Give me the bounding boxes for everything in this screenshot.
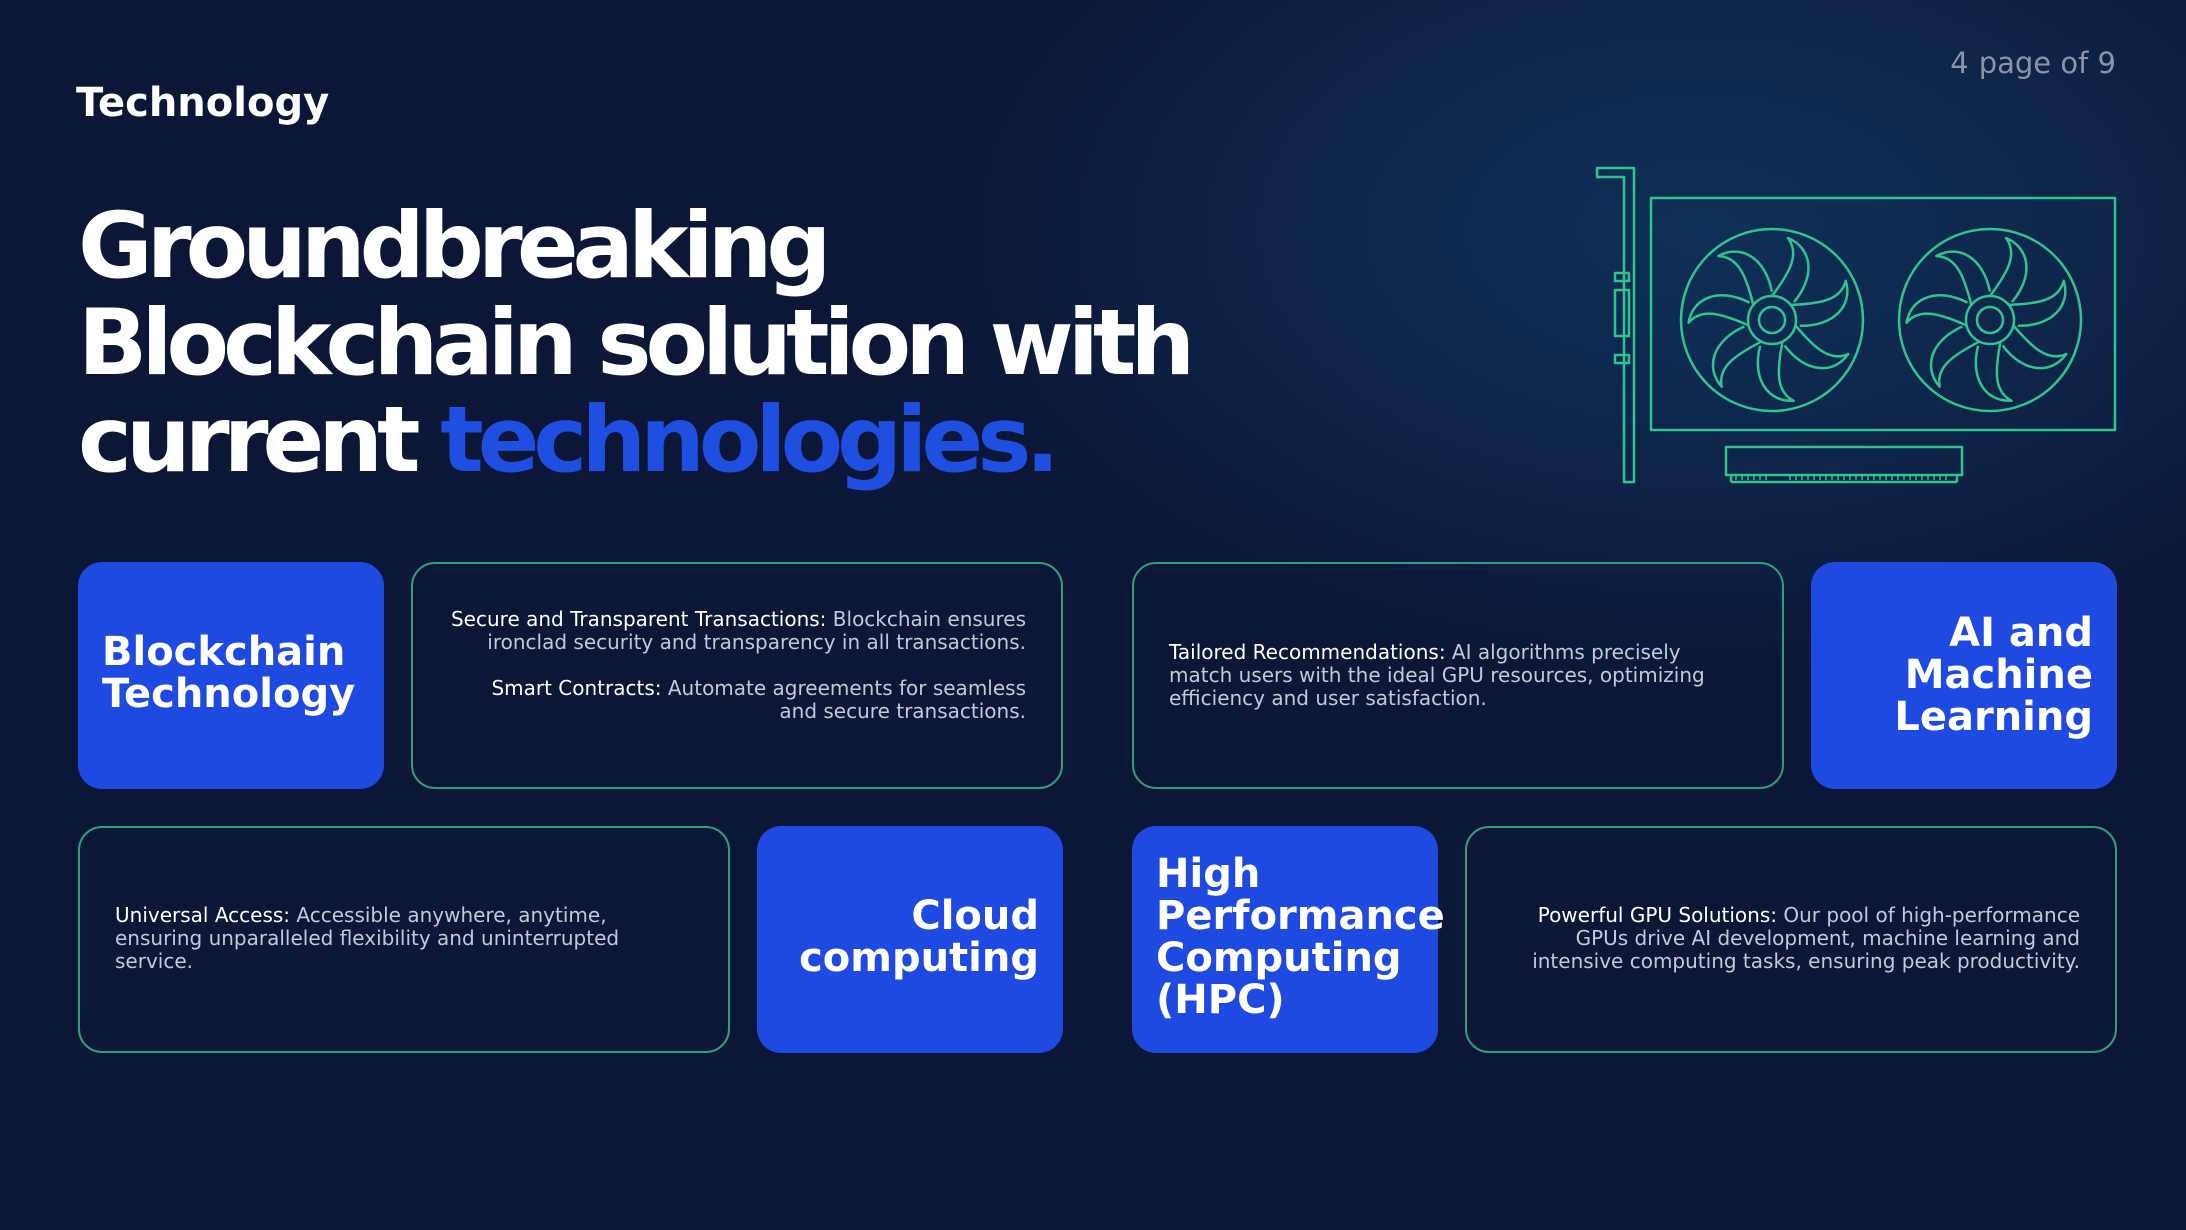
blockchain-item-secure-transactions: Secure and Transparent Transactions: Blo…: [450, 607, 1026, 654]
headline-line-2: Blockchain solution with: [78, 291, 1195, 396]
blockchain-title-card: Blockchain Technology: [78, 562, 384, 789]
headline-line-1: Groundbreaking: [78, 194, 832, 299]
hpc-title-card: High Performance Computing (HPC): [1132, 826, 1445, 1053]
page-total: page of 9: [1978, 46, 2116, 80]
headline-accent: technologies.: [440, 388, 1060, 493]
hpc-item-gpu-solutions: Powerful GPU Solutions: Our pool of high…: [1532, 903, 2080, 973]
hpc-title: High Performance Computing (HPC): [1156, 851, 1445, 1023]
ai-description-card: Tailored Recommendations: AI algorithms …: [1132, 562, 1784, 789]
blockchain-item-smart-contracts: Smart Contracts: Automate agreements for…: [491, 676, 1026, 723]
cloud-title: Cloud computing: [799, 893, 1039, 981]
ai-item-tailored-recommendations: Tailored Recommendations: AI algorithms …: [1169, 640, 1705, 710]
section-label: Technology: [76, 80, 330, 126]
headline: Groundbreaking Blockchain solution with …: [78, 198, 1278, 489]
cloud-item-universal-access: Universal Access: Accessible anywhere, a…: [115, 903, 620, 973]
hpc-description-card: Powerful GPU Solutions: Our pool of high…: [1465, 826, 2117, 1053]
blockchain-title: Blockchain Technology: [102, 629, 356, 717]
cloud-description-card: Universal Access: Accessible anywhere, a…: [78, 826, 730, 1053]
headline-line-3: current: [78, 388, 420, 493]
page-number: 4: [1950, 46, 1969, 80]
cloud-title-card: Cloud computing: [757, 826, 1063, 1053]
ai-title-card: AI and Machine Learning: [1811, 562, 2117, 789]
gpu-card-icon: [1595, 166, 2117, 484]
ai-title: AI and Machine Learning: [1894, 610, 2093, 740]
page-counter: 4 page of 9: [1950, 46, 2116, 80]
blockchain-description-card: Secure and Transparent Transactions: Blo…: [411, 562, 1063, 789]
